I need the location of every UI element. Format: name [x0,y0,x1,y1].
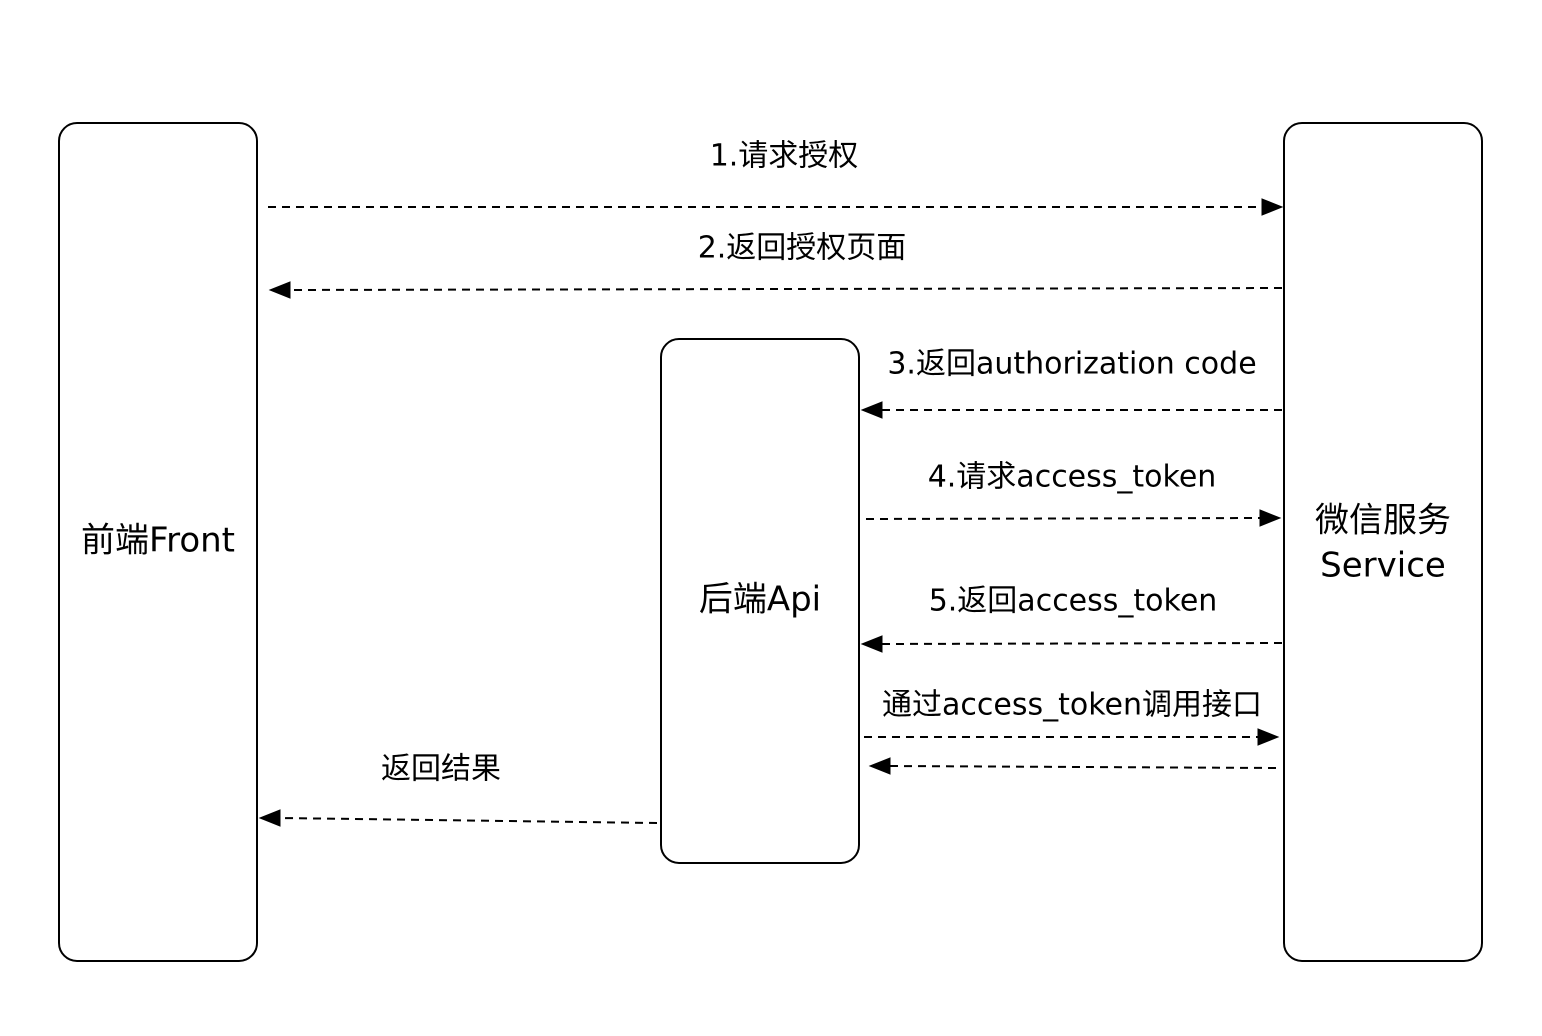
participant-wechat-label-line1: 微信服务 [1315,501,1451,541]
message-4-label: 4.请求access_token [928,460,1217,495]
message-5-label: 5.返回access_token [929,584,1218,619]
message-6-request-arrowhead [1257,728,1280,746]
participant-backend: 后端Api [660,338,860,864]
participant-wechat-label-line2: Service [1320,546,1446,586]
participant-backend-label: 后端Api [699,580,821,620]
message-4: 4.请求access_token [865,460,1282,527]
message-2-label: 2.返回授权页面 [698,231,907,266]
message-7-line [279,817,658,824]
message-3-arrowhead [860,401,883,419]
message-6-response-line [889,765,1277,769]
message-3-label: 3.返回authorization code [887,347,1256,382]
message-3: 3.返回authorization code [860,347,1282,419]
message-2-line [289,287,1283,291]
participant-front-label: 前端Front [81,521,235,561]
message-7-label: 返回结果 [381,752,501,787]
message-6-response-arrowhead [868,757,891,775]
message-5-arrowhead [860,635,883,653]
message-1-arrowhead [1261,198,1284,216]
message-7: 返回结果 [258,752,658,827]
message-1: 1.请求授权 [268,139,1284,216]
participant-front-box [58,122,258,962]
message-2: 2.返回授权页面 [268,231,1283,299]
message-7-arrowhead [258,809,281,827]
message-5-line [881,642,1283,645]
participant-backend-box [660,338,860,864]
participant-wechat-box [1283,122,1483,962]
message-5: 5.返回access_token [860,584,1283,653]
message-2-arrowhead [268,281,291,299]
message-1-label: 1.请求授权 [710,139,859,174]
message-4-arrowhead [1259,509,1282,527]
message-6-label: 通过access_token调用接口 [882,688,1262,723]
message-4-line [865,517,1261,520]
participant-wechat: 微信服务 Service [1283,122,1483,962]
message-6: 通过access_token调用接口 [864,688,1280,775]
participant-front: 前端Front [58,122,258,962]
